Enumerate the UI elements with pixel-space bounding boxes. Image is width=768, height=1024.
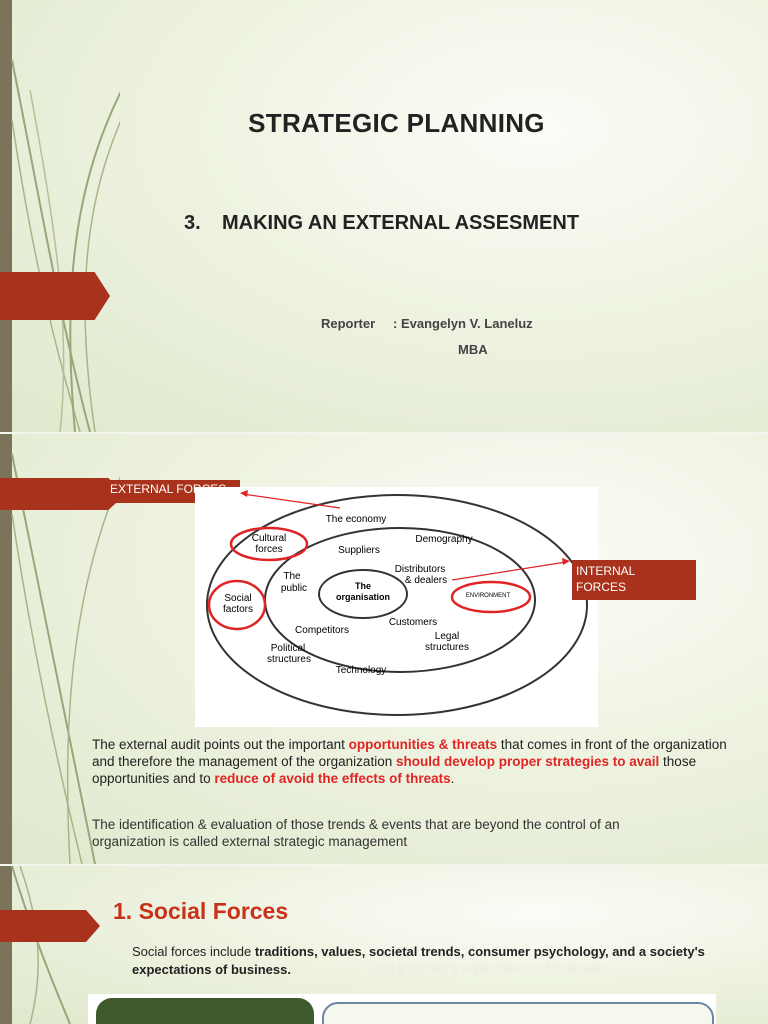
center-label-1: The [355, 581, 371, 591]
cultural-highlight-ring [229, 526, 309, 562]
left-accent-bar [0, 0, 12, 432]
label-legal-2: structures [425, 642, 469, 653]
para1-highlight-2: should develop proper strategies to avai… [395, 754, 660, 769]
label-political-2: structures [267, 654, 311, 665]
slide-tag [0, 478, 126, 510]
subtitle-number: 3. [184, 212, 201, 234]
environment-highlight-ring [450, 580, 532, 614]
subtitle-text: MAKING AN EXTERNAL ASSESMENT [222, 212, 580, 234]
center-label-2: organisation [336, 592, 390, 602]
social-highlight-ring [207, 579, 267, 631]
audit-paragraph: The external audit points out the import… [92, 736, 732, 787]
label-social-1: Social [224, 593, 251, 604]
reporter-name: : Evangelyn V. Laneluz [393, 316, 533, 331]
social-forces-text: Social forces include traditions, values… [132, 943, 732, 979]
slide-separator [0, 432, 768, 434]
outlined-box [322, 1002, 714, 1024]
para1-highlight-3: reduce of avoid the effects of threats [214, 771, 451, 786]
sf-text-bold: traditions, values, societal trends, con… [132, 944, 705, 977]
slide-separator [0, 864, 768, 866]
label-legal-1: Legal [435, 631, 459, 642]
slide-title: STRATEGIC PLANNING [248, 108, 545, 138]
label-cultural-1: Cultural [252, 533, 286, 544]
para1-text-4: . [450, 771, 455, 786]
label-social-2: factors [223, 604, 253, 615]
left-accent-bar [0, 434, 12, 864]
slide-subtitle: 3. MAKING AN EXTERNAL ASSESMENT [184, 212, 579, 235]
label-the-public-2: public [281, 583, 307, 594]
slide-tag [0, 910, 100, 942]
para1-text-1: The external audit points out the import… [92, 737, 349, 752]
environment-diagram: The organisation Suppliers The public Di… [195, 487, 598, 727]
reporter-line: Reporter : Evangelyn V. Laneluz [321, 316, 533, 331]
para1-text-3: those opportunities and to [92, 754, 697, 786]
label-cultural-2: forces [255, 544, 282, 555]
para1-text-2: that comes in front of the organization … [92, 737, 727, 769]
left-accent-bar [0, 866, 12, 1024]
label-environment: ENVIRONMENT [466, 593, 511, 599]
slide-tag [0, 272, 110, 320]
internal-forces-line-1: INTERNAL [576, 564, 636, 578]
reporter-label: Reporter [321, 316, 376, 331]
external-forces-slide: EXTERNAL FORCES The organisation Supplie… [0, 434, 768, 864]
label-customers: Customers [389, 617, 437, 628]
title-slide: STRATEGIC PLANNING 3. MAKING AN EXTERNAL … [0, 0, 768, 432]
section-heading: 1. Social Forces [113, 898, 289, 924]
label-competitors: Competitors [295, 625, 349, 636]
social-forces-slide: 1. Social Forces Social forces include t… [0, 866, 768, 1024]
label-distributors-2: & dealers [405, 575, 447, 586]
label-political-1: Political [271, 643, 305, 654]
para1-highlight-1: opportunities & threats [348, 737, 498, 752]
label-the-public-1: The [283, 571, 301, 582]
label-demography: Demography [415, 534, 472, 545]
reporter-degree: MBA [458, 342, 488, 357]
label-economy: The economy [326, 514, 387, 525]
label-suppliers: Suppliers [338, 545, 380, 556]
ghost-text: and a society's expectations of business… [372, 961, 608, 976]
sf-text-plain: Social forces include [132, 944, 255, 959]
green-box [96, 998, 314, 1024]
decorative-swirl-icon [11, 59, 120, 432]
label-technology: Technology [336, 665, 387, 676]
definition-paragraph: The identification & evaluation of those… [92, 817, 620, 849]
label-distributors-1: Distributors [395, 564, 446, 575]
internal-forces-label: INTERNAL FORCES [572, 560, 696, 600]
internal-forces-line-2: FORCES [576, 580, 627, 594]
